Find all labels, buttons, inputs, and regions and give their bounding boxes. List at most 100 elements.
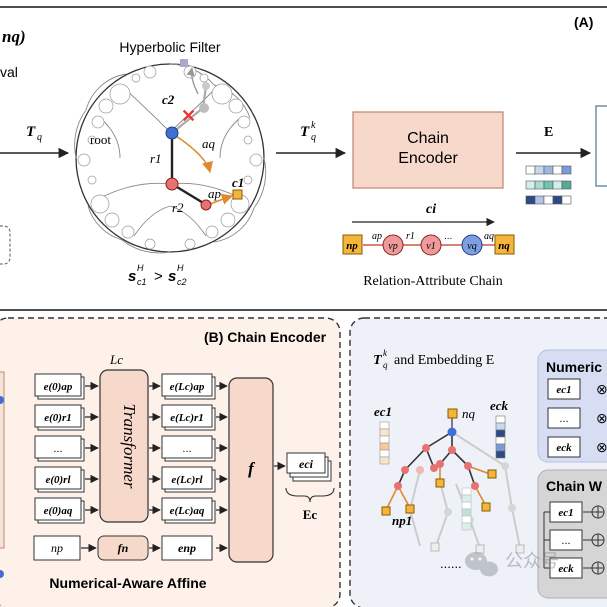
chain-node-np-label: np: [346, 240, 358, 252]
output-box-edge: [595, 105, 607, 187]
tree-leaf-square-faded: [515, 544, 525, 554]
gray-node-small: [202, 82, 210, 90]
tree-node-faded: [444, 508, 452, 516]
enp-label: enp: [178, 541, 196, 555]
filter-tree: ✕: [165, 59, 243, 211]
f-block: [228, 377, 274, 563]
numeric-panel: [537, 349, 607, 463]
tqk-label: T: [300, 124, 310, 140]
input-embedding: e(0)ap: [44, 381, 73, 393]
chain-edge-aq: aq: [484, 231, 494, 242]
chainw-rows: ec1 ... eck: [543, 501, 605, 579]
tree-leaf-square: [381, 506, 391, 516]
input-embedding: e(0)rl: [45, 474, 71, 486]
input-stack-5: [34, 497, 85, 524]
embedding-stacks: [525, 165, 572, 205]
score-left-sup: H: [137, 263, 144, 273]
tree-node-faded: [508, 504, 516, 512]
otimes-icon: ⊗: [596, 381, 607, 397]
input-embeddings: e(0)ap e(0)r1 ... e(0)rl e(0)aq: [34, 373, 85, 524]
tree-node: [416, 466, 424, 474]
numeric-row: [547, 436, 581, 458]
chain-node-vp-label: vp: [388, 241, 397, 252]
r2-label: r2: [172, 200, 184, 215]
tqk-sup: k: [311, 120, 316, 131]
input-embedding: ...: [53, 443, 62, 455]
ec-label: Ec: [303, 507, 318, 522]
chain-edge-dots: ...: [444, 231, 452, 242]
chain-node-nq-label: nq: [498, 240, 510, 252]
numeric-row-label: eck: [556, 442, 572, 454]
tree-node: [394, 482, 402, 490]
input-stack-3: [34, 435, 85, 462]
output-embedding: e(Lc)aq: [170, 505, 205, 517]
transformer-block: [99, 369, 149, 523]
transformer-arrows: [149, 381, 161, 515]
input-arrows: [85, 381, 99, 515]
query-pair-label: nq): [2, 27, 26, 46]
chain-node-np: [342, 234, 363, 255]
panel-c: T k q and Embedding E: [349, 317, 607, 607]
tree-leaf-square: [487, 469, 497, 479]
panel-a: (A) nq) val T q Hyperbolic Filter: [0, 6, 607, 311]
otimes-icon: ⊗: [596, 439, 607, 455]
tree-node: [436, 460, 444, 468]
tree-node: [430, 464, 438, 472]
chain-edge-ap: ap: [372, 231, 382, 242]
eck-column: [495, 415, 506, 459]
ci-label: ci: [426, 202, 436, 217]
filter-title: Hyperbolic Filter: [119, 39, 220, 55]
nq-label: nq: [462, 406, 476, 421]
panel-b-left-stubs: [0, 371, 5, 578]
mid-node: [165, 177, 179, 191]
panel-c-title: and Embedding E: [394, 353, 494, 368]
numeric-row-label: ...: [559, 413, 568, 425]
score-right: s: [168, 268, 176, 285]
wechat-icon: [465, 552, 498, 577]
panel-c-t: T: [373, 353, 383, 368]
chainw-row-label: eck: [558, 563, 574, 575]
fn-box: [97, 535, 149, 561]
panel-b: (B) Chain Encoder Lc e(0)ap e(0)r1 ... e…: [0, 317, 341, 607]
tree-leaf-square-faded: [475, 544, 485, 554]
root-label: root: [90, 132, 111, 147]
np-box-label: np: [51, 541, 63, 555]
numeric-row-label: ec1: [556, 384, 571, 396]
c2-square: [180, 59, 188, 67]
tree-node: [448, 446, 456, 454]
root-node: [165, 126, 179, 140]
panel-b-caption: Numerical-Aware Affine: [49, 575, 206, 591]
relation-attribute-chain: np vp v1 vq nq ap r1 ... aq: [342, 231, 515, 256]
chain-encoder-line2: Encoder: [398, 150, 458, 167]
tree-leaf-square: [435, 478, 445, 488]
tree-leaf-square: [405, 504, 415, 514]
tree-node-faded: [501, 462, 509, 470]
chainw-row-label: ec1: [558, 507, 573, 519]
panel-b-title: (B) Chain Encoder: [204, 329, 327, 345]
score-inequality: s c1 H > s c2 H: [128, 263, 187, 287]
eci-label: eci: [299, 457, 314, 471]
reject-cross-icon: ✕: [181, 106, 196, 126]
c1-label: c1: [232, 175, 244, 190]
input-stack-4: [34, 466, 85, 493]
chain-edge-r1: r1: [406, 231, 415, 242]
chain-encoder-box: [352, 111, 504, 189]
chain-encoder-line1: Chain: [407, 130, 449, 147]
input-stack-2: [34, 404, 85, 431]
output-stack-3: [161, 435, 216, 462]
chainw-row-label: ...: [561, 535, 570, 547]
output-embedding: e(Lc)ap: [170, 381, 205, 393]
ec-brace: [285, 487, 335, 503]
output-embedding: e(Lc)r1: [170, 412, 204, 424]
output-stack-4: [161, 466, 216, 493]
chain-node-vq-label: vq: [467, 241, 476, 252]
numeric-row: [547, 378, 581, 400]
output-stack-1: [161, 373, 216, 400]
tree-leaf-square-faded: [430, 542, 440, 552]
score-left-sub: c1: [137, 277, 147, 287]
score-relation: >: [154, 268, 163, 285]
chain-node-v1-label: v1: [426, 241, 435, 252]
numeric-title: Numeric: [546, 359, 602, 375]
input-embedding: e(0)aq: [44, 505, 73, 517]
c2-label: c2: [162, 92, 175, 107]
